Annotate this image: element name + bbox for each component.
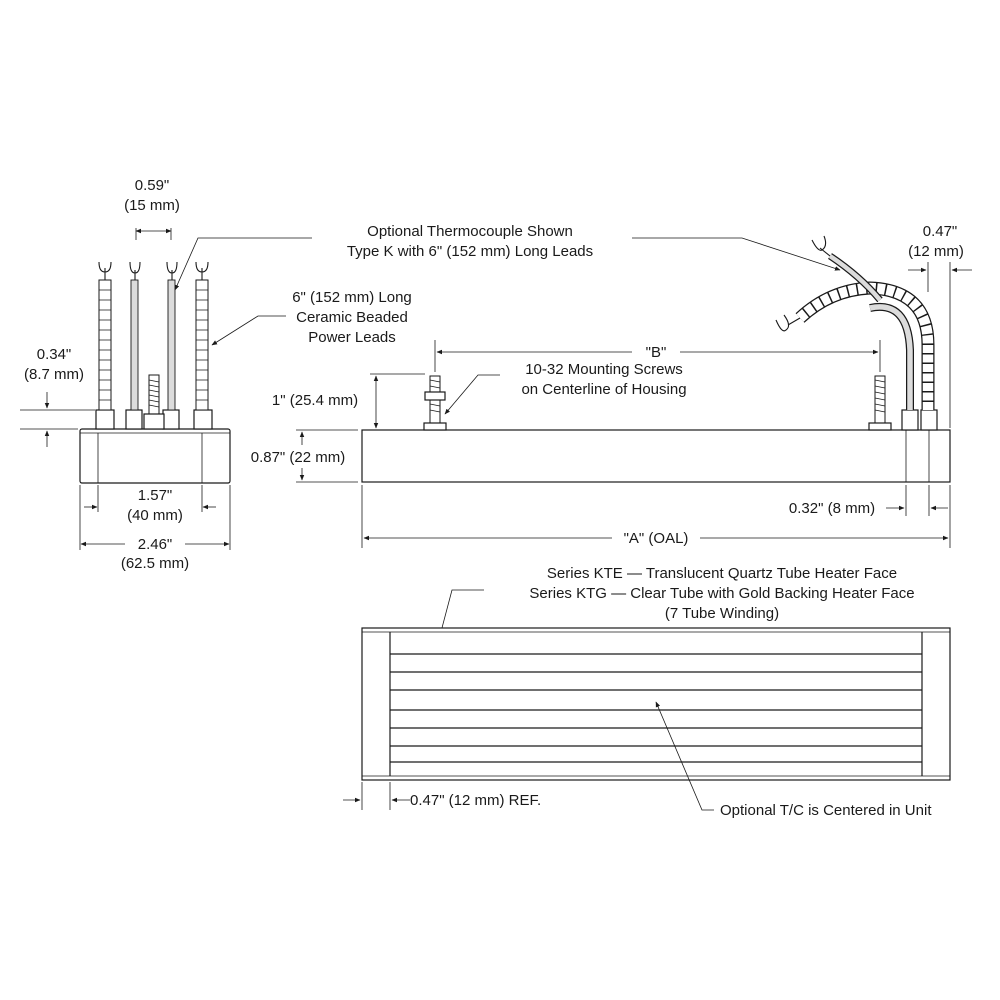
- thermocouple-callout-line2: Type K with 6" (152 mm) Long Leads: [347, 243, 593, 260]
- power-leads-leader: [211, 315, 286, 346]
- mounting-screws-line1: 10-32 Mounting Screws: [525, 361, 683, 378]
- end-view-housing: [79, 428, 231, 484]
- dim-246-in: 2.46": [138, 536, 173, 553]
- side-view: [361, 235, 951, 483]
- tc-centered: Optional T/C is Centered in Unit: [720, 802, 932, 819]
- dim-087: 0.87" (22 mm): [251, 449, 346, 466]
- dim-157-mm: (40 mm): [127, 507, 183, 524]
- spade-terminal: [129, 261, 141, 280]
- thermocouple-lead: [167, 279, 176, 411]
- side-terminal: [901, 409, 919, 431]
- spade-terminal: [98, 261, 112, 280]
- side-view-housing: [361, 429, 951, 483]
- terminal-nut: [162, 409, 180, 430]
- lead-spacing-in: 0.59": [135, 177, 170, 194]
- end-view: [79, 261, 231, 484]
- beaded-power-lead: [195, 279, 209, 411]
- dim-246-mm: (62.5 mm): [121, 555, 189, 572]
- side-terminal: [920, 409, 938, 431]
- power-leads-line2: Ceramic Beaded: [296, 309, 408, 326]
- terminal-nut: [125, 409, 143, 430]
- thermocouple-callout-line1: Optional Thermocouple Shown: [367, 223, 573, 240]
- dim-B: "B": [646, 344, 667, 361]
- screw-nut: [868, 422, 892, 431]
- dim-047-in: 0.47": [923, 223, 958, 240]
- dim-A: "A" (OAL): [624, 530, 689, 547]
- power-lead-spade: [775, 314, 801, 332]
- power-leads-line3: Power Leads: [308, 329, 396, 346]
- tc-center-leader: [655, 701, 714, 811]
- terminal-nut: [95, 409, 115, 430]
- mounting-screws-line2: on Centerline of Housing: [521, 381, 686, 398]
- stud-nut: [143, 413, 165, 430]
- dim-1in: 1" (25.4 mm): [272, 392, 358, 409]
- lead-beads: [99, 289, 111, 401]
- thermocouple-leader-right: [632, 237, 841, 271]
- dim-157-in: 1.57": [138, 487, 173, 504]
- face-view-housing: [361, 627, 951, 781]
- screw-nut: [423, 422, 447, 431]
- mounting-screws-leader: [444, 374, 500, 415]
- lead-spacing-mm: (15 mm): [124, 197, 180, 214]
- dim-032: 0.32" (8 mm): [789, 500, 875, 517]
- dim-047-mm: (12 mm): [908, 243, 964, 260]
- thermocouple-lead: [130, 279, 139, 411]
- beaded-power-lead: [98, 279, 112, 411]
- spade-terminal: [166, 261, 178, 280]
- thermocouple-top-lead: [828, 254, 882, 302]
- curved-power-lead: [796, 282, 934, 410]
- side-view-dimensions: "B" 1" (25.4 mm) 0.87" (22 mm) 0.47" (12…: [251, 223, 972, 548]
- thermocouple-leader-left: [174, 237, 312, 291]
- dim-034-in: 0.34": [37, 346, 72, 363]
- stud-thread: [148, 379, 160, 408]
- curved-tc-lead: [869, 304, 913, 410]
- spade-terminal: [195, 261, 209, 280]
- thermocouple-spade: [811, 235, 831, 257]
- ref-047: 0.47" (12 mm) REF.: [410, 792, 541, 809]
- callouts-upper: Optional Thermocouple Shown Type K with …: [174, 223, 841, 415]
- terminal-nut: [193, 409, 213, 430]
- end-view-dimensions: 0.59" (15 mm) 0.34" (8.7 mm) 1.57" (40 m…: [20, 177, 231, 572]
- tube-winding: (7 Tube Winding): [665, 605, 779, 622]
- series-kte: Series KTE — Translucent Quartz Tube Hea…: [547, 565, 897, 582]
- face-view: Series KTE — Translucent Quartz Tube Hea…: [343, 565, 951, 819]
- lead-beads: [196, 289, 208, 401]
- screw-nut: [424, 391, 446, 401]
- power-leads-line1: 6" (152 mm) Long: [292, 289, 412, 306]
- series-ktg: Series KTG — Clear Tube with Gold Backin…: [529, 585, 914, 602]
- dim-034-mm: (8.7 mm): [24, 366, 84, 383]
